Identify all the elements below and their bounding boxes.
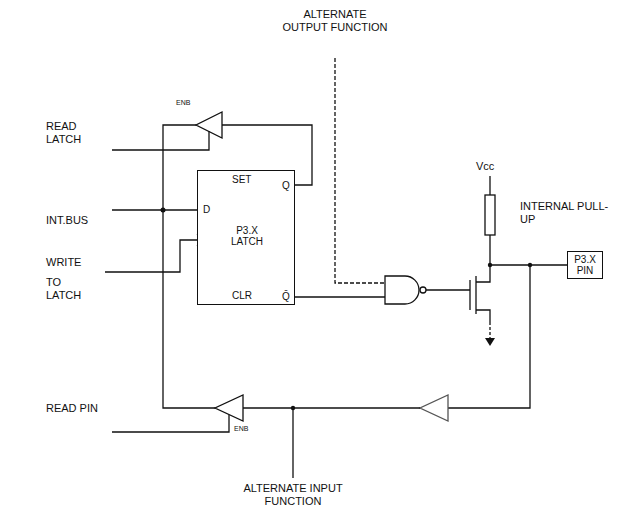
alt-output-wire <box>335 58 385 283</box>
int-bus-wire <box>112 209 197 210</box>
nand-gate <box>385 276 419 304</box>
ground-symbol <box>485 338 495 346</box>
signal-name: ALTERNATE OUTPUT FUNCTION <box>280 8 390 34</box>
fet-source <box>476 310 490 322</box>
ground-wire <box>489 322 490 338</box>
node-text: SET <box>232 174 251 185</box>
vcc-wire <box>489 176 490 195</box>
nand-bubble <box>420 287 426 293</box>
qbar-wire <box>295 296 385 297</box>
junction-dot <box>528 263 532 267</box>
input-buffer <box>420 395 448 421</box>
node-text: Q̄ <box>282 291 290 302</box>
read-latch-enable <box>112 131 209 150</box>
pin-box: P3.X PIN <box>567 251 603 279</box>
latch-box: D SET Q P3.X LATCH CLR Q̄ <box>197 170 295 305</box>
fet-gate <box>469 280 470 310</box>
signal-name: INT.BUS <box>46 214 110 227</box>
junction-dot <box>291 406 295 410</box>
input-wire <box>243 407 420 408</box>
part-name: INTERNAL PULL-UP <box>520 200 610 226</box>
node-text: D <box>203 204 210 215</box>
junction-dot <box>161 208 166 213</box>
signal-name: READ PIN <box>46 402 110 415</box>
pin-input-wire <box>448 265 530 408</box>
junction-dot <box>488 263 492 267</box>
node-text: P3.X PIN <box>572 254 598 276</box>
node-text: Q <box>282 180 290 191</box>
node-text: P3.X LATCH <box>222 225 272 247</box>
write-latch-wire <box>105 240 197 272</box>
resistor-symbol <box>485 195 495 235</box>
signal-name: ENB <box>176 98 206 107</box>
supply-name: Vcc <box>476 160 506 173</box>
gate-wire <box>426 289 470 290</box>
fet-drain <box>476 265 490 282</box>
node-text: CLR <box>232 290 252 301</box>
signal-name: TO LATCH <box>46 276 96 302</box>
read-pin-enable <box>112 415 229 432</box>
pin-wire <box>490 235 567 265</box>
signal-name: READ LATCH <box>46 120 110 146</box>
signal-name: ENB <box>234 424 264 433</box>
signal-name: ALTERNATE INPUT FUNCTION <box>238 482 348 508</box>
alt-input-wire <box>292 408 293 478</box>
signal-name: WRITE <box>46 256 110 269</box>
